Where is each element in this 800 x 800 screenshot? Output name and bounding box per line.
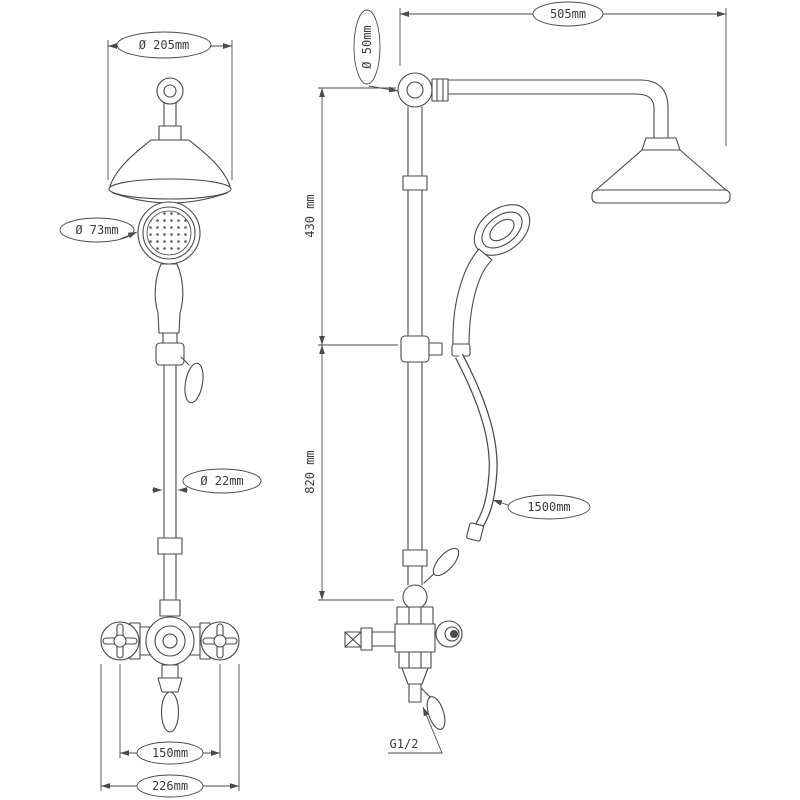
dim-flange-diameter: Ø 50mm — [353, 9, 399, 93]
dim-head-diameter: Ø 205mm — [107, 31, 233, 180]
spray-face — [146, 210, 192, 256]
diverter-lever — [432, 547, 460, 577]
valve-centres-label: 150mm — [152, 746, 188, 760]
label-bubble — [507, 494, 591, 520]
dim-upper-height: 430 mm — [303, 87, 398, 346]
dim-lower-height: 820 mm — [303, 345, 394, 601]
label-bubble — [136, 741, 204, 765]
hose-length-label: 1500mm — [527, 500, 570, 514]
label-bubble — [532, 1, 604, 27]
dim-arm-length: 505mm — [399, 1, 727, 146]
top-bracket — [156, 77, 184, 141]
temperature-dial-front — [145, 616, 195, 666]
slider-bracket-front — [155, 342, 204, 404]
riser-pipe-side — [402, 106, 428, 586]
temperature-knob-side — [435, 620, 463, 648]
riser-pipe-front — [157, 364, 183, 617]
dim-overall-width: 226mm — [100, 664, 240, 798]
label-bubble — [116, 31, 212, 59]
dim-pipe-diameter: Ø 22mm — [152, 468, 262, 494]
shower-hose — [455, 353, 498, 542]
flange-diameter-label: Ø 50mm — [360, 25, 374, 68]
slider-bracket-side — [400, 335, 443, 363]
side-handset — [451, 204, 531, 357]
label-bubble — [353, 9, 381, 85]
dim-handset-diameter: Ø 73mm — [59, 217, 138, 243]
wall-elbow — [397, 72, 449, 108]
dim-hose-length: 1500mm — [492, 494, 591, 520]
side-shower-head — [591, 137, 731, 204]
lever-handle — [184, 362, 204, 404]
handset-diameter-label: Ø 73mm — [75, 223, 118, 237]
valve-front — [100, 616, 240, 733]
front-shower-head — [108, 139, 232, 204]
label-bubble — [182, 468, 262, 494]
lever-handle — [160, 691, 180, 733]
dim-valve-centres: 150mm — [119, 664, 221, 765]
overall-width-label: 226mm — [152, 779, 188, 793]
valve-side — [344, 547, 463, 730]
cross-handle-left — [100, 621, 140, 661]
front-handset — [137, 201, 201, 344]
lower-height-label: 820 mm — [303, 450, 317, 493]
cross-handle-right — [200, 621, 240, 661]
upper-height-label: 430 mm — [303, 194, 317, 237]
dim-connection-thread: G1/2 — [388, 706, 443, 754]
lever-handle — [426, 696, 446, 730]
connection-thread-label: G1/2 — [390, 737, 419, 751]
side-view: 505mm Ø 50mm — [303, 1, 731, 754]
wall-outlet — [344, 627, 396, 651]
label-bubble — [136, 774, 204, 798]
arm-length-label: 505mm — [550, 7, 586, 21]
label-bubble — [59, 217, 135, 243]
head-diameter-label: Ø 205mm — [139, 38, 190, 52]
shower-arm — [447, 79, 669, 139]
front-view: Ø 205mm Ø 73mm — [59, 31, 262, 798]
pipe-diameter-label: Ø 22mm — [200, 474, 243, 488]
